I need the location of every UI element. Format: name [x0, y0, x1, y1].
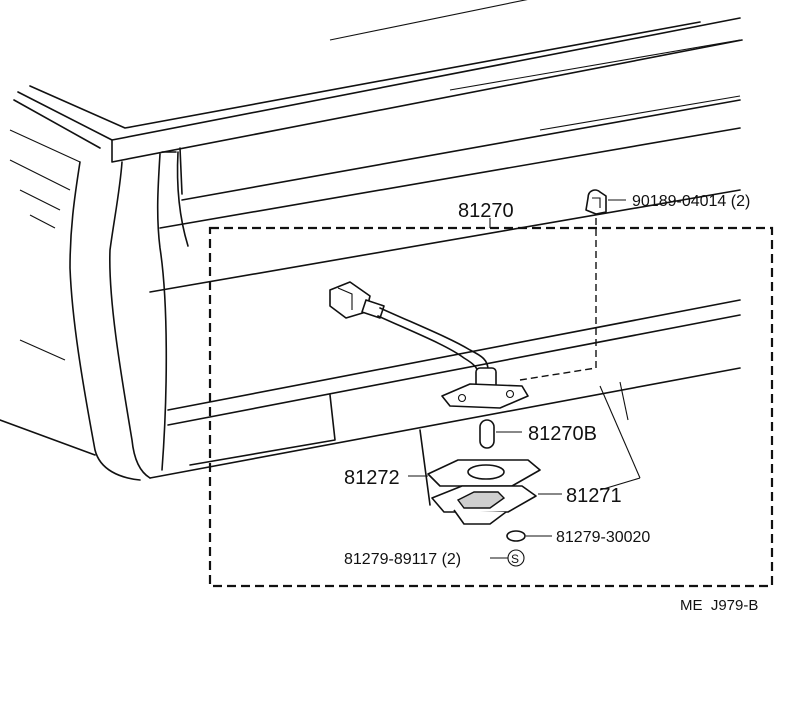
label-bulb: 81270B — [528, 423, 597, 445]
label-screw: 81279-89117 (2) — [344, 551, 461, 568]
wiring-harness — [329, 281, 529, 409]
assembly-boundary-box — [208, 226, 774, 588]
lens-part — [431, 485, 562, 525]
label-gasket: 81272 — [344, 467, 400, 489]
clip-part — [585, 189, 626, 215]
label-assembly: 81270 — [458, 200, 514, 222]
figure-code: ME J979-B — [680, 597, 758, 614]
gasket-part — [408, 459, 541, 487]
screw-symbol — [490, 549, 525, 567]
truck-bed-outline — [0, 0, 743, 506]
label-clip: 90189-04014 (2) — [632, 193, 750, 210]
bulb-part — [479, 419, 522, 449]
label-cushion: 81279-30020 — [556, 529, 650, 546]
screw-symbol-letter: S — [511, 552, 519, 566]
cushion-part — [506, 530, 552, 542]
clip-dashed-guide — [519, 218, 597, 381]
label-lens: 81271 — [566, 485, 622, 507]
